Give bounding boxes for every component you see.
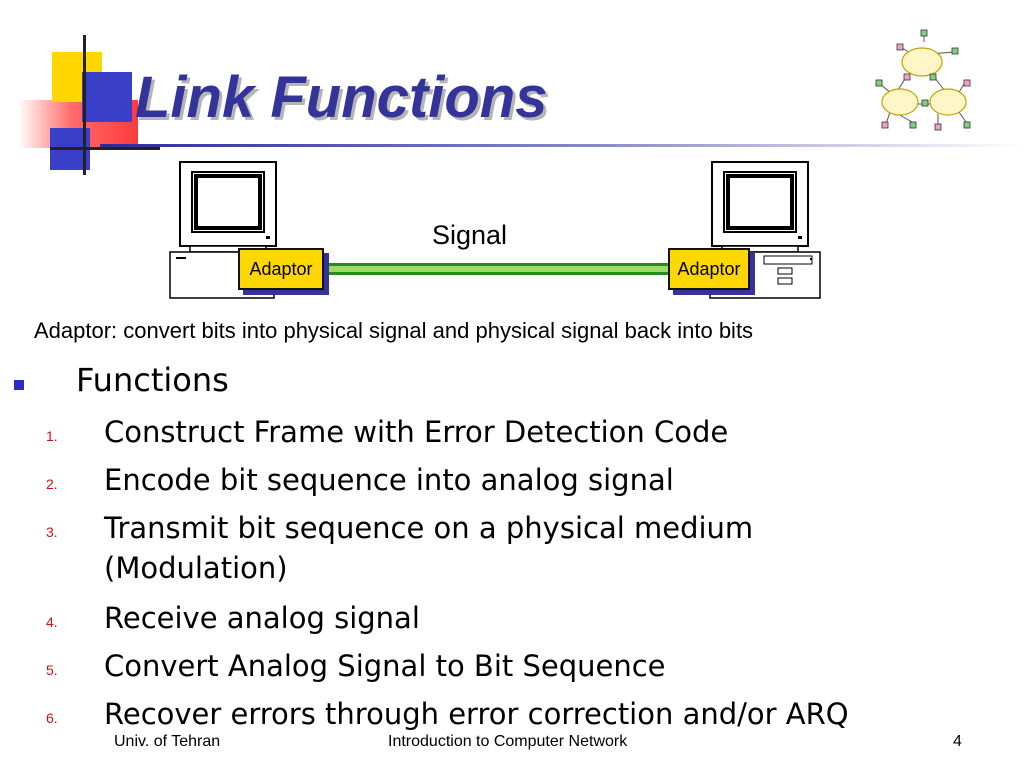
square-bullet-icon (14, 380, 24, 390)
list-item-text: Convert Analog Signal to Bit Sequence (104, 649, 666, 683)
list-item-number: 3. (46, 524, 58, 540)
decorative-horizontal-line (50, 147, 160, 150)
adaptor-caption: Adaptor: convert bits into physical sign… (34, 318, 754, 343)
left-computer-icon (169, 161, 277, 299)
signal-cable (326, 263, 672, 275)
footer-course-title: Introduction to Computer Network (388, 733, 628, 750)
list-item-number: 6. (46, 710, 58, 726)
network-cloud-icon (875, 29, 971, 131)
list-item-number: 1. (46, 428, 58, 444)
list-item-text: Transmit bit sequence on a physical medi… (104, 511, 754, 585)
list-item-text: Encode bit sequence into analog signal (104, 463, 674, 497)
footer-page-number: 4 (953, 733, 962, 750)
slide-title: Link Functions (135, 65, 548, 130)
list-item-text: Recover errors through error correction … (104, 697, 849, 731)
decorative-vertical-line (83, 35, 86, 175)
list-item-number: 2. (46, 476, 58, 492)
footer-institution: Univ. of Tehran (114, 733, 221, 750)
list-item-number: 4. (46, 614, 58, 630)
adaptor-right: Adaptor (668, 248, 750, 290)
signal-label: Signal (432, 220, 508, 250)
list-item-number: 5. (46, 662, 58, 678)
title-underline-rule (100, 144, 1024, 147)
functions-heading: Functions (76, 361, 229, 399)
decorative-blue-square (82, 72, 132, 122)
list-item-text: Construct Frame with Error Detection Cod… (104, 415, 729, 449)
list-item-text: Receive analog signal (104, 601, 420, 635)
adaptor-left: Adaptor (238, 248, 324, 290)
